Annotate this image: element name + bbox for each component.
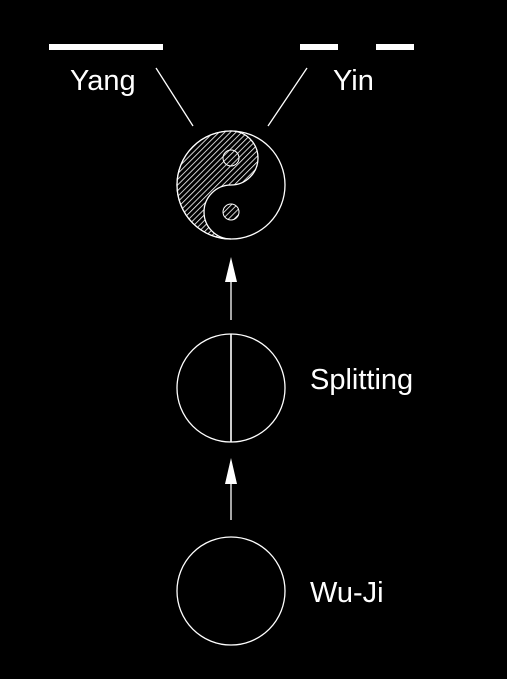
arrow-up-upper (225, 257, 237, 320)
splitting-circle (176, 333, 286, 443)
yin-yang-symbol (176, 130, 286, 240)
yin-connector (267, 67, 308, 127)
yang-label: Yang (70, 65, 136, 97)
yang-connector (155, 67, 194, 127)
wuji-label: Wu-Ji (310, 577, 384, 609)
arrow-up-lower (225, 458, 237, 520)
yang-line (49, 44, 163, 50)
yin-label: Yin (333, 65, 374, 97)
wuji-circle (176, 536, 286, 646)
yin-line-right (376, 44, 414, 50)
yin-line-left (300, 44, 338, 50)
splitting-label: Splitting (310, 364, 413, 396)
